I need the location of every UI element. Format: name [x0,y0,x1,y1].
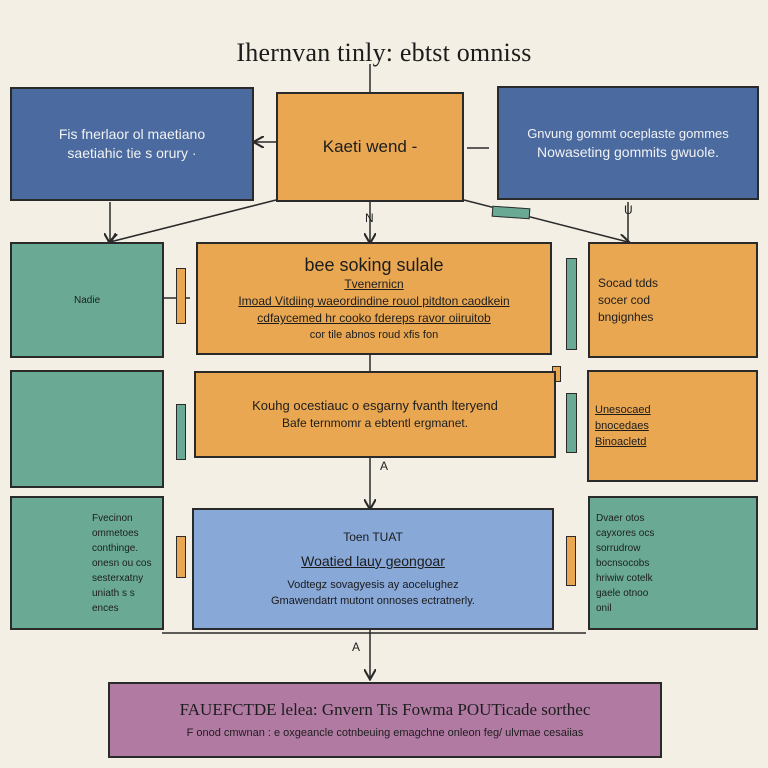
left-orange-tab-3 [176,536,186,578]
arrow-center-to-left-green [110,199,277,242]
right-orange-2-line-3: Binoacletd [595,436,647,448]
top-left-line-1: Fis fnerlaor ol maetiano [58,126,206,142]
marker-u: U [624,203,633,217]
left-green-box-1: Nadie [10,242,164,358]
connector-tag [491,205,531,220]
right-green-3-line-6: gaele otnoo [596,587,649,599]
right-orange-2-line-1: Unesocaed [595,404,651,416]
mid-orange-line-1: Imoad Vitdiing waeordindine rouol pitdto… [238,294,510,308]
marker-a-1: A [380,459,389,473]
blue-center-line-2: Gmawendatrt mutont onnoses ectratnerly. [270,595,475,607]
left-green-3-line-4: onesn ou cos [92,557,152,569]
left-orange-tab [176,268,186,324]
blue-center-box: Toen TUAT Woatied lauy geongoar Vodtegz … [192,508,554,630]
mid-orange-heading: bee soking sulale [304,255,444,275]
top-center-text: Kaeti wend - [322,137,418,156]
left-green-3-line-7: ences [92,602,119,614]
top-right-line-1: Gnvung gommt oceplaste gommes [527,125,729,141]
mid-orange-box: bee soking sulale Tvenernicn Imoad Vitdi… [196,242,552,355]
mid-orange-2-line-2: Bafe ternmomr a ebtentl ergmanet. [281,416,469,430]
mid-orange-line-3: cor tile abnos roud xfis fon [309,329,439,341]
right-green-tab-2 [566,393,577,453]
diagram-title: Ihernvan tinly: ebtst omniss [236,38,532,67]
left-green-1-label: Nadie [74,294,101,306]
top-left-line-2: saetiahic tie s orury · [67,145,197,161]
left-green-box-3: Fvecinon ommetoes conthinge. onesn ou co… [10,496,164,630]
blue-center-heading: Toen TUAT [343,530,403,544]
right-green-tab-1 [566,258,577,350]
left-green-3-line-3: conthinge. [92,542,139,554]
top-center-box: Kaeti wend - [276,92,464,202]
left-green-tab-2 [176,404,186,460]
left-green-box-2 [10,370,164,488]
marker-a-2: A [352,640,361,654]
right-orange-2-line-2: bnocedaes [595,420,649,432]
mid-orange-2-line-1: Kouhg ocestiauc o esgarny fvanth lteryen… [252,398,498,413]
right-green-3-line-4: bocnsocobs [596,557,650,569]
top-left-box: Fis fnerlaor ol maetiano saetiahic tie s… [10,87,254,201]
blue-center-line-1: Vodtegz sovagyesis ay aocelughez [287,579,459,591]
top-right-line-2: Nowaseting gommits gwuole. [536,143,720,160]
right-orange-1-line-1: Socad tdds [598,275,659,290]
right-green-3-line-2: cayxores ocs [596,527,655,539]
right-green-3-line-1: Dvaer otos [596,512,645,524]
right-orange-box-1: Socad tdds socer cod bngignhes [588,242,758,358]
right-orange-1-line-3: bngignhes [598,309,654,324]
bottom-purple-line: F onod cmwnan : e oxgeancle cotnbeuing e… [186,727,584,739]
left-green-3-line-6: uniath s s [92,587,135,599]
blue-center-subheading: Woatied lauy geongoar [301,553,445,569]
right-green-box-3: Dvaer otos cayxores ocs sorrudrow bocnso… [588,496,758,630]
top-right-box: Gnvung gommt oceplaste gommes Nowaseting… [497,86,759,200]
mid-orange-line-2: cdfaycemed hr cooko fdereps ravor oiirui… [257,311,491,325]
marker-n: N [365,211,374,225]
arrow-center-to-right-orange [463,199,628,242]
mid-orange-subheading: Tvenernicn [344,277,404,291]
bottom-purple-box: FAUEFCTDE lelea: Gnvern Tis Fowma POUTic… [108,682,662,758]
bottom-purple-heading: FAUEFCTDE lelea: Gnvern Tis Fowma POUTic… [179,700,591,719]
right-orange-box-2: Unesocaed bnocedaes Binoacletd [587,370,758,482]
right-green-3-line-5: hriwiw cotelk [596,572,653,584]
right-green-3-line-3: sorrudrow [596,542,641,554]
left-green-3-line-2: ommetoes [92,527,139,539]
mid-orange-box-2: Kouhg ocestiauc o esgarny fvanth lteryen… [194,371,556,458]
left-green-3-line-1: Fvecinon [92,512,133,524]
right-green-3-line-7: onil [596,602,612,614]
right-orange-1-line-2: socer cod [598,292,651,307]
left-green-3-line-5: sesterxatny [92,572,144,584]
right-orange-tab-3 [566,536,576,586]
